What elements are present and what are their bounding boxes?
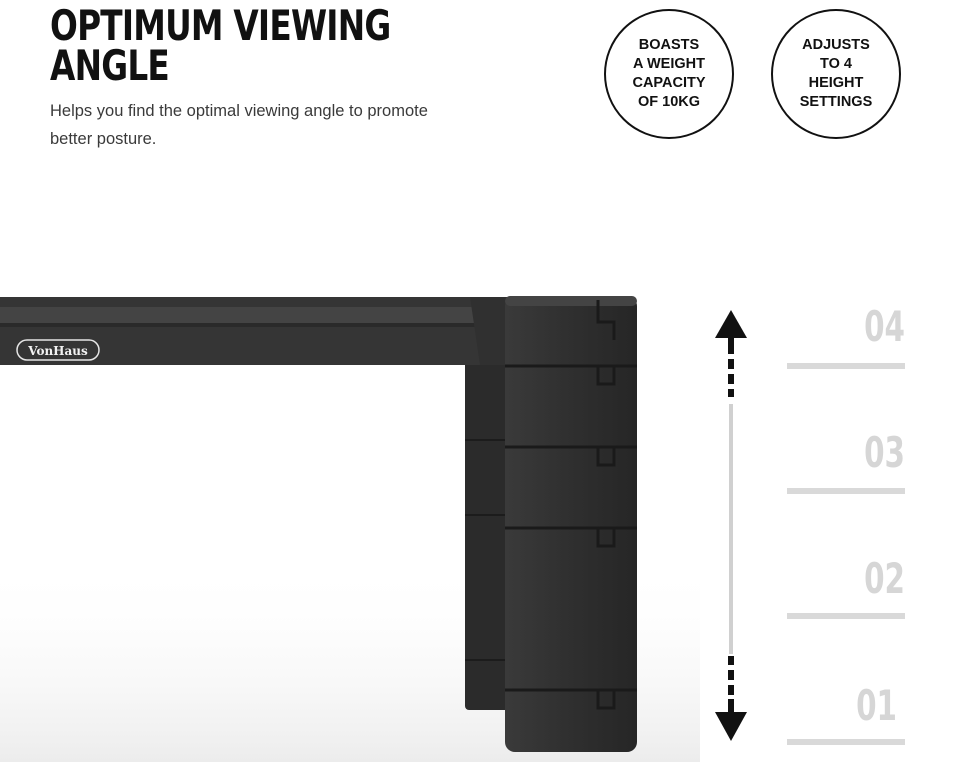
height-settings-badge: ADJUSTS TO 4 HEIGHT SETTINGS (771, 9, 901, 139)
brand-label: VonHaus (27, 344, 88, 358)
height-level-line-02 (787, 613, 905, 619)
headline-line-1: OPTIMUM VIEWING (50, 1, 391, 50)
height-level-line-04 (787, 363, 905, 369)
front-leg (505, 296, 637, 752)
height-level-04: 04 (864, 302, 905, 351)
height-level-01: 01 (856, 681, 897, 730)
page-headline: OPTIMUM VIEWING ANGLE (50, 5, 391, 87)
height-level-02: 02 (864, 554, 905, 603)
feature-description: Helps you find the optimal viewing angle… (50, 102, 428, 148)
headline-line-2: ANGLE (50, 41, 170, 90)
height-level-line-01 (787, 739, 905, 745)
height-arrow-icon (715, 310, 747, 741)
vonhaus-logo: VonHaus (16, 339, 100, 361)
weight-capacity-badge: BOASTS A WEIGHT CAPACITY OF 10KG (604, 9, 734, 139)
height-level-line-03 (787, 488, 905, 494)
rear-leg (465, 355, 510, 710)
height-level-03: 03 (864, 428, 905, 477)
